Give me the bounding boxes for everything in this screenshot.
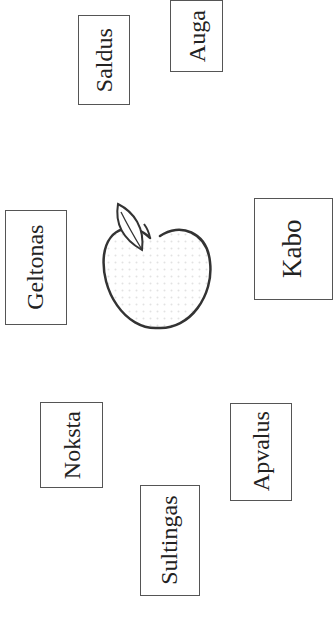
word-box: Geltonas xyxy=(5,210,67,325)
apple-shading xyxy=(100,215,215,335)
apple-stem xyxy=(144,224,150,238)
word-label: Sultingas xyxy=(157,496,183,585)
word-box: Apvalus xyxy=(230,403,292,501)
word-box: Kabo xyxy=(254,198,333,300)
word-label: Kabo xyxy=(279,220,309,278)
word-label: Noksta xyxy=(58,411,84,479)
word-label: Apvalus xyxy=(248,411,274,491)
word-label: Geltonas xyxy=(23,225,49,310)
word-box: Sultingas xyxy=(140,485,200,596)
word-box: Noksta xyxy=(40,402,103,488)
word-label: Saldus xyxy=(91,28,117,92)
apple-leaf xyxy=(117,204,142,250)
apple-outline xyxy=(104,228,211,328)
word-label: Auga xyxy=(183,10,209,62)
leaf-vein xyxy=(121,212,141,248)
word-box: Auga xyxy=(170,0,223,72)
word-box: Saldus xyxy=(78,15,130,105)
